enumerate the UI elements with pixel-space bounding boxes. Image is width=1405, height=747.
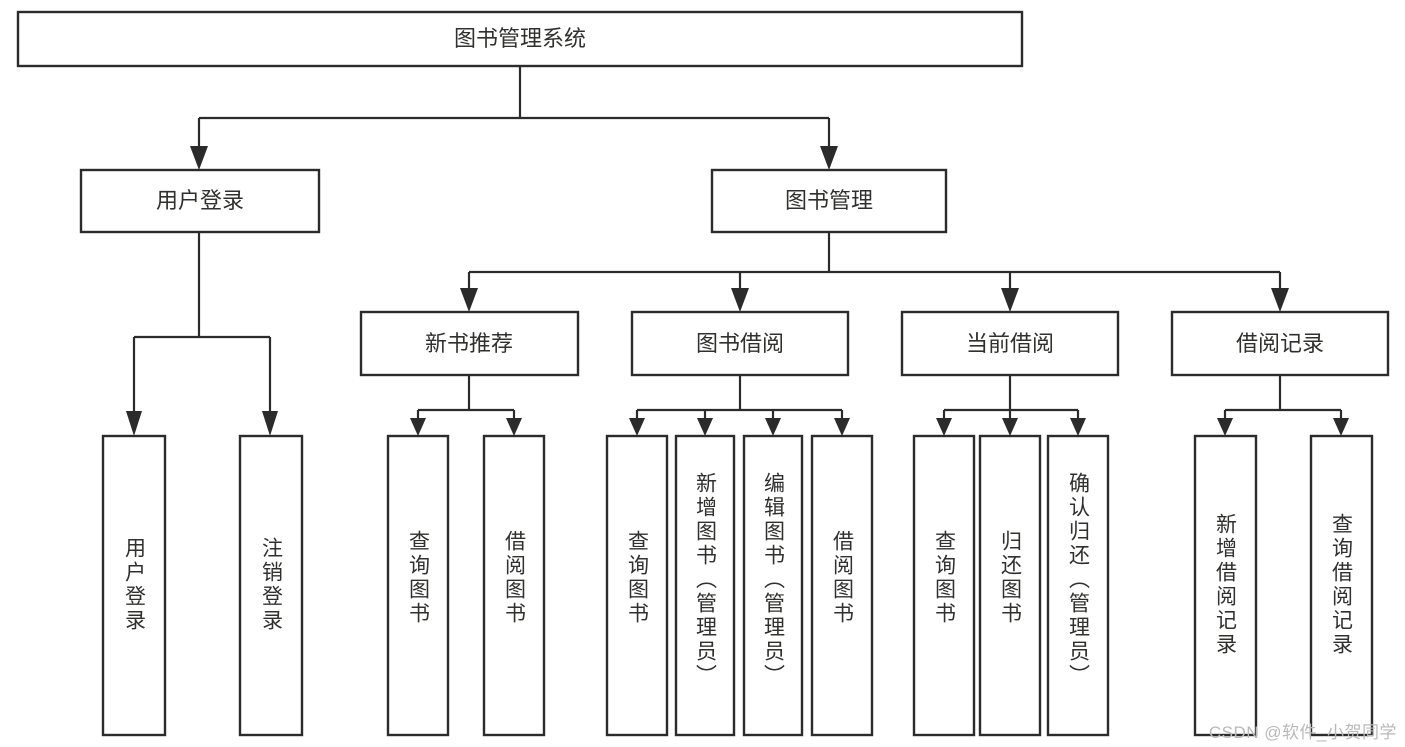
node-box [16, 10, 1024, 68]
node-label: 图书管理系统 [454, 26, 586, 51]
node-label: 注销登录 [260, 537, 284, 633]
node-leaf-return-book[interactable]: 归还图书 [978, 434, 1042, 737]
node-box [742, 434, 804, 737]
arrow-book-borrow-leaf3 [765, 418, 781, 436]
node-leaf-query-book-current[interactable]: 查询图书 [912, 434, 976, 737]
node-borrow-records[interactable]: 借阅记录 [1170, 310, 1390, 377]
node-leaf-borrow-book-recommend[interactable]: 借阅图书 [482, 434, 546, 737]
arrow-book-borrow-leaf1 [629, 418, 645, 436]
node-user-login[interactable]: 用户登录 [79, 168, 321, 234]
node-leaf-query-borrow-record[interactable]: 查询借阅记录 [1309, 434, 1374, 737]
arrow-borrow-records-leaf1 [1217, 418, 1233, 436]
arrow-current-borrow-leaf2 [1002, 418, 1018, 436]
node-box [1193, 434, 1258, 737]
arrow-to-borrow-records [1271, 288, 1289, 312]
node-box [386, 434, 450, 737]
node-box [101, 434, 167, 737]
csdn-watermark: CSDN @软件_小贺同学 [1208, 723, 1397, 742]
node-label: 借阅记录 [1236, 331, 1324, 356]
node-leaf-user-login[interactable]: 用户登录 [101, 434, 167, 737]
node-label: 借阅图书 [503, 530, 527, 626]
node-box [482, 434, 546, 737]
node-label: 查询图书 [933, 530, 957, 626]
arrow-to-book-borrow [731, 288, 749, 312]
node-leaf-confirm-return-admin[interactable]: 确认归还（管理员） [1046, 434, 1110, 737]
node-box [674, 434, 736, 737]
node-leaf-edit-book-admin[interactable]: 编辑图书（管理员） [742, 434, 804, 737]
node-label: 确认归还（管理员） [1067, 472, 1091, 688]
node-box [605, 434, 669, 737]
node-leaf-add-book-admin[interactable]: 新增图书（管理员） [674, 434, 736, 737]
node-label: 用户登录 [123, 537, 147, 633]
node-label: 新增借阅记录 [1214, 513, 1238, 657]
node-label: 新增图书（管理员） [694, 472, 718, 688]
arrow-to-current-borrow [1001, 288, 1019, 312]
node-box [912, 434, 976, 737]
arrow-to-book-manage [820, 146, 838, 170]
node-book-management[interactable]: 图书管理 [710, 168, 948, 234]
node-box [238, 434, 304, 737]
arrow-new-book-leaf2 [506, 418, 522, 436]
connector-layer [126, 66, 1349, 436]
node-box [978, 434, 1042, 737]
node-label: 归还图书 [999, 530, 1023, 626]
arrow-book-borrow-leaf4 [834, 418, 850, 436]
node-label: 编辑图书（管理员） [762, 472, 786, 688]
arrow-new-book-leaf1 [410, 418, 426, 436]
node-leaf-query-book-recommend[interactable]: 查询图书 [386, 434, 450, 737]
node-leaf-logout[interactable]: 注销登录 [238, 434, 304, 737]
node-label: 查询图书 [626, 530, 650, 626]
node-label: 查询图书 [407, 530, 431, 626]
arrow-to-user-login [190, 146, 208, 170]
node-book-borrow[interactable]: 图书借阅 [630, 310, 850, 377]
node-label: 借阅图书 [831, 530, 855, 626]
node-new-book-recommend[interactable]: 新书推荐 [359, 310, 580, 377]
arrow-borrow-records-leaf2 [1333, 418, 1349, 436]
arrow-user-login-leaf1 [126, 411, 142, 436]
node-box [810, 434, 874, 737]
arrow-user-login-leaf2 [262, 411, 278, 436]
arrow-current-borrow-leaf3 [1070, 418, 1086, 436]
arrow-current-borrow-leaf1 [936, 418, 952, 436]
arrow-book-borrow-leaf2 [697, 418, 713, 436]
node-box [900, 310, 1120, 377]
node-box [710, 168, 948, 234]
node-label: 图书管理 [785, 188, 873, 213]
arrow-to-new-book [460, 288, 478, 312]
node-label: 图书借阅 [696, 331, 784, 356]
node-leaf-query-book-borrow[interactable]: 查询图书 [605, 434, 669, 737]
node-label: 当前借阅 [966, 331, 1054, 356]
node-box [1046, 434, 1110, 737]
node-label: 查询借阅记录 [1330, 513, 1354, 657]
node-label: 用户登录 [156, 188, 244, 213]
node-box [1170, 310, 1390, 377]
node-current-borrow[interactable]: 当前借阅 [900, 310, 1120, 377]
node-label: 新书推荐 [425, 331, 513, 356]
node-leaf-borrow-book[interactable]: 借阅图书 [810, 434, 874, 737]
node-book-management-system[interactable]: 图书管理系统 [16, 10, 1024, 68]
node-box [359, 310, 580, 377]
node-leaf-add-borrow-record[interactable]: 新增借阅记录 [1193, 434, 1258, 737]
node-box [1309, 434, 1374, 737]
node-box [630, 310, 850, 377]
node-box [79, 168, 321, 234]
